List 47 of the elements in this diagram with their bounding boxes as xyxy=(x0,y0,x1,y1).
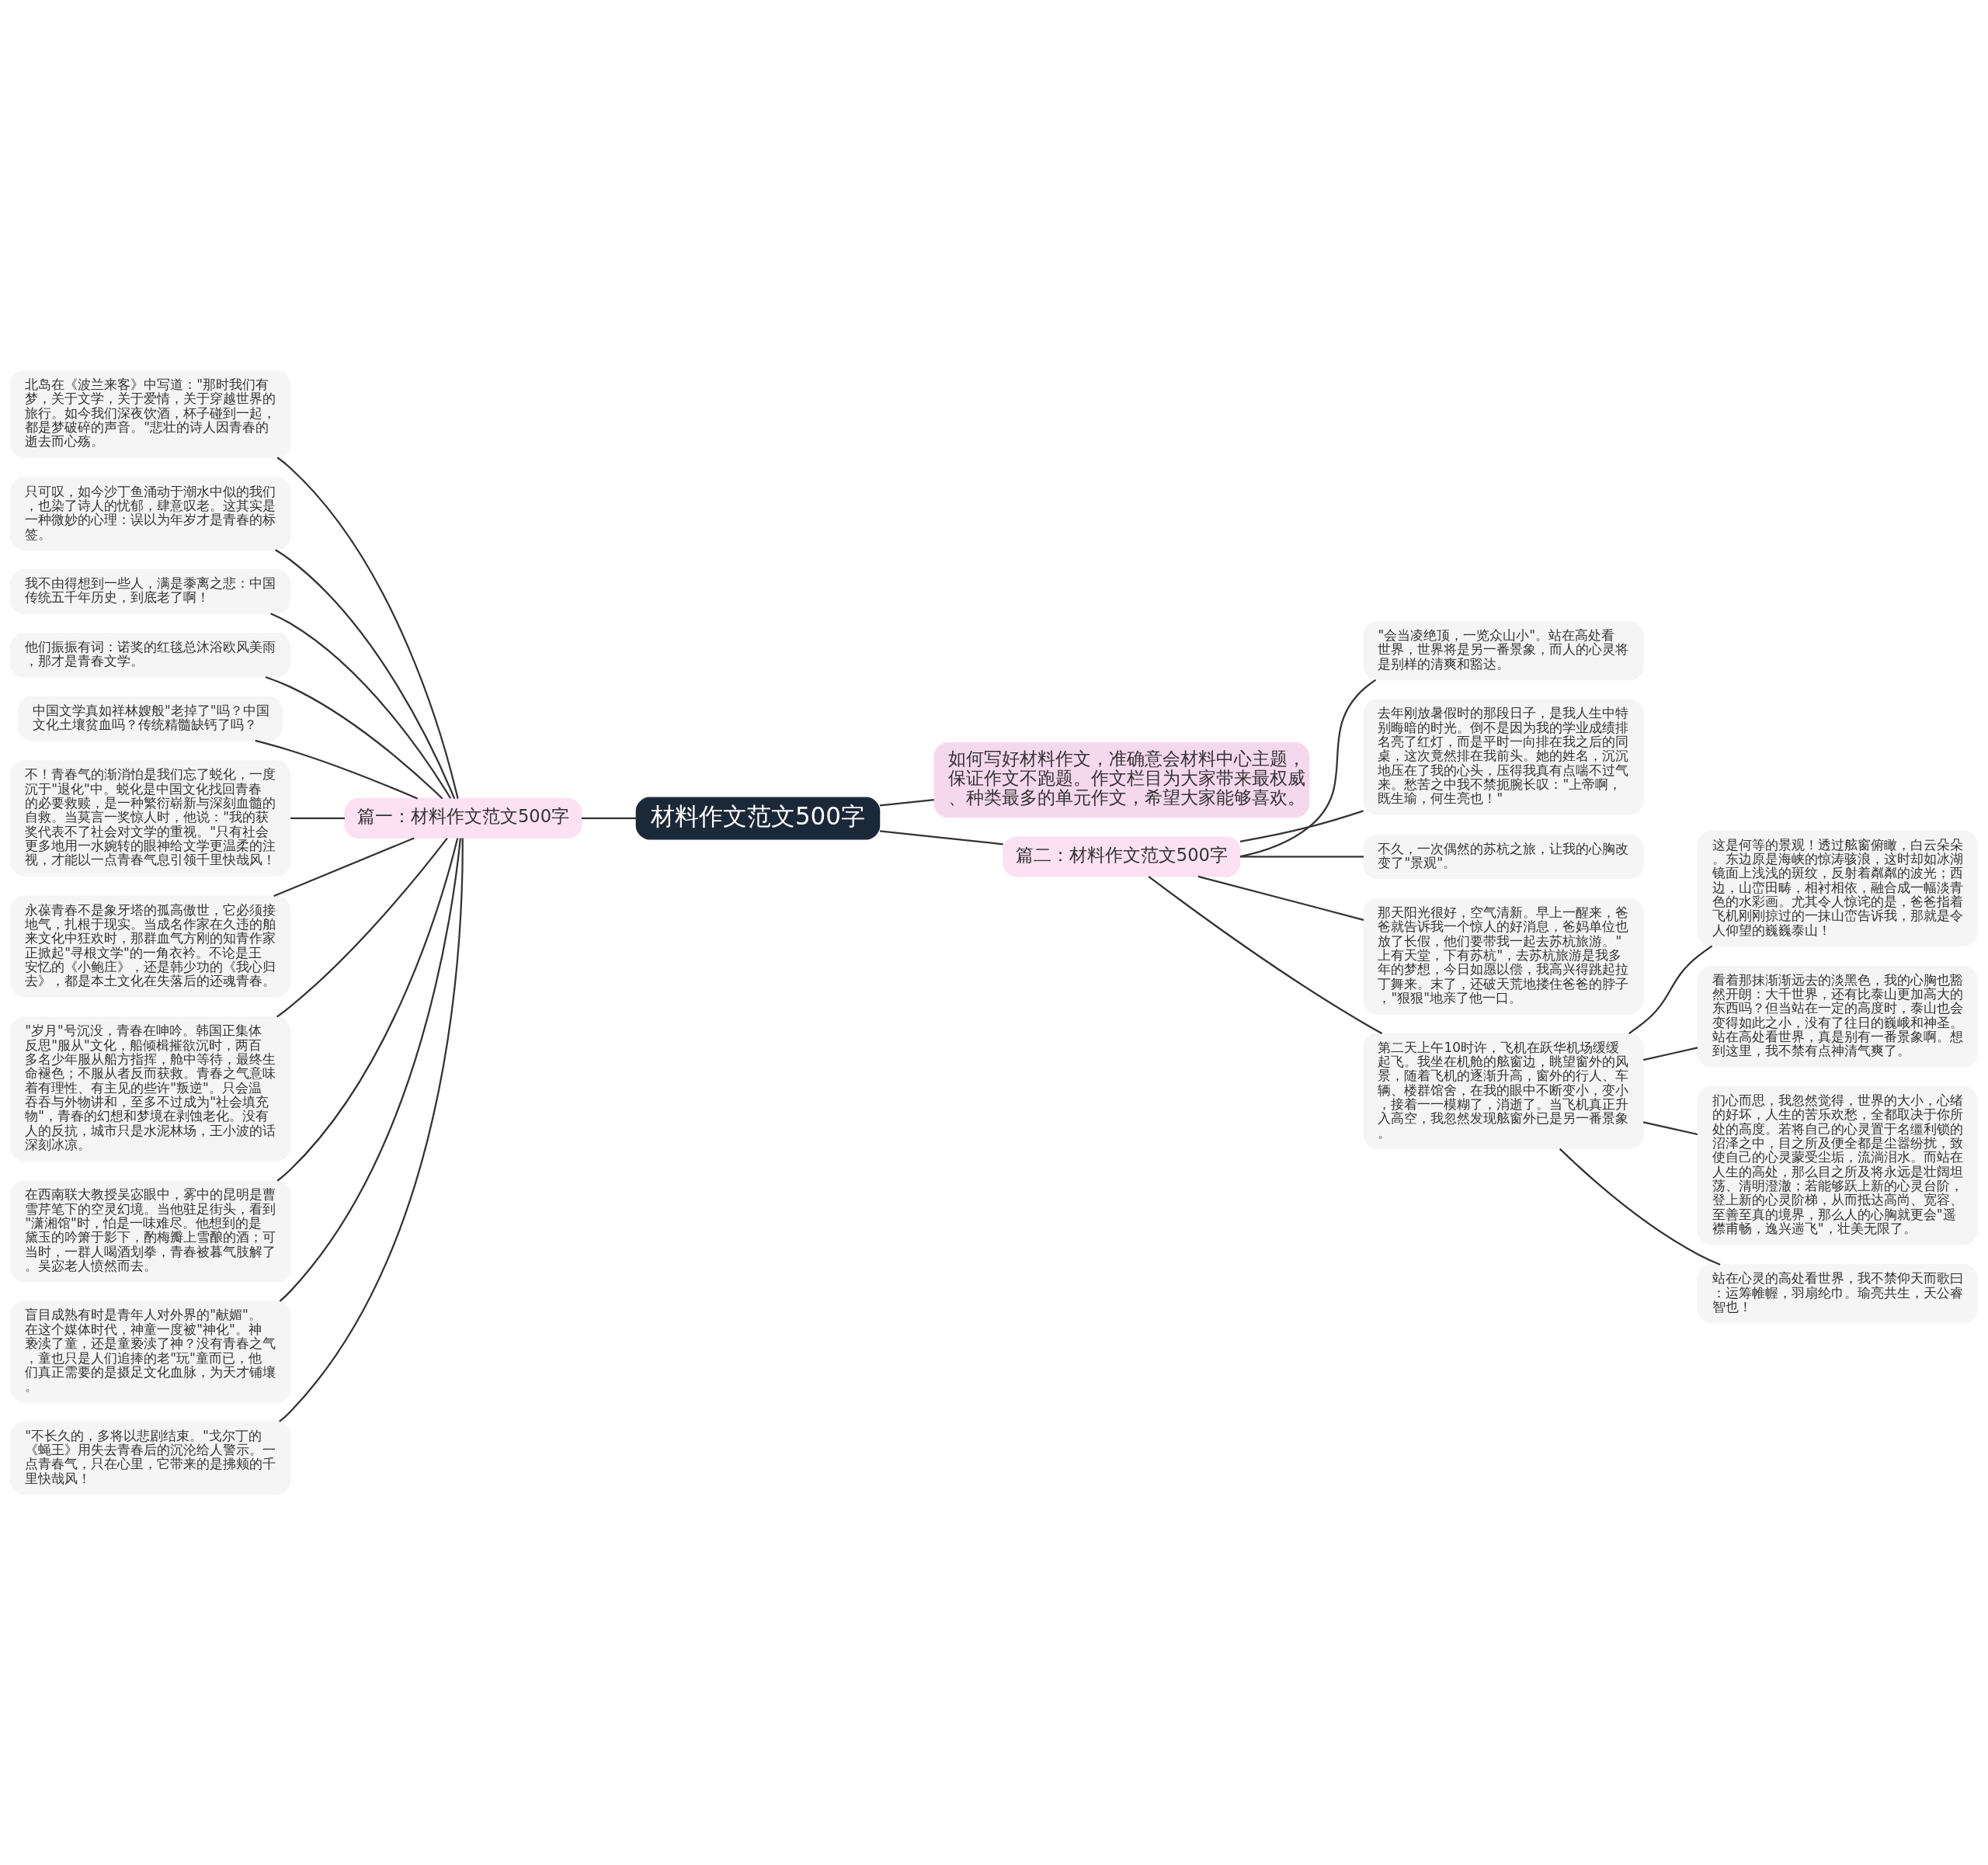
node-box: "不长久的，多将以悲剧结束。"戈尔丁的《蝇王》用失去青春后的沉沦给人警示。一点青春气，只在心里，它带来的是拂颊的千里快哉风！ xyxy=(10,1421,291,1495)
connector xyxy=(879,830,1003,846)
node-box: 不！青春气的渐消怕是我们忘了蜕化，一度沉于"退化"中。蜕化是中国文化找回青春的必要救赎，是一种繁衍崭新与深刻血髓的自救。当莫言一奖惊人时，他说："我的获奖代表不了社会对文学的重视。"只有社会更多地用一水婉转的眼神给文学更温柔的注视，才能以一点青春气息引领千里快哉风！ xyxy=(10,760,291,877)
connector xyxy=(1628,945,1713,1034)
connector xyxy=(1559,1148,1721,1266)
node-box: 盲目成熟有时是青年人对外界的"献媚"。在这个媒体时代，神童一度被"神化"。神亵渎了童，还是童亵渎了神？没有青春之气，童也只是人们追捧的老"玩"童而已，他们真正需要的是摄足文化血脉，为天才铺壤。 xyxy=(10,1301,291,1403)
node-box: 看着那抹渐渐远去的淡黑色，我的心胸也豁然开朗：大千世界，还有比泰山更加高大的东西吗？但当站在一定的高度时，泰山也会变得如此之小，没有了往日的巍峨和神圣。站在高处看世界，真是别有一番景象啊。想到这里，我不禁有点神清气爽了。 xyxy=(1697,965,1978,1068)
connector xyxy=(276,838,459,1182)
node-box: 那天阳光很好，空气清新。早上一醒来，爸爸就告诉我一个惊人的好消息，爸妈单位也放了长假，他们要带我一起去苏杭旅游。"上有天堂，下有苏杭"，去苏杭旅游是我多年的梦想，今日如愿以偿，我高兴得跳起拉丁舞来。末了，还破天荒地搂住爸爸的脖子，"狠狠"地亲了他一口。 xyxy=(1363,898,1644,1015)
node-box: 如何写好材料作文，准确意会材料中心主题，保证作文不跑题。作文栏目为大家带来最权威、种类最多的单元作文，希望大家能够喜欢。 xyxy=(933,741,1310,818)
node-box: 永葆青春不是象牙塔的孤高傲世，它必须接地气，扎根于现实。当成名作家在久违的舶来文化中狂欢时，那群血气方刚的知青作家正掀起"寻根文学"的一角衣衿。不论是王安忆的《小鲍庄》，还是韩少功的《我心归去》，都是本土文化在失落后的还魂青春。 xyxy=(10,895,291,998)
connector xyxy=(276,457,459,799)
node-box: 中国文学真如祥林嫂般"老掉了"吗？中国文化土壤贫血吗？传统精髓缺钙了吗？ xyxy=(18,696,283,741)
node-box: 第二天上午10时许，飞机在跃华机场缓缓起飞。我坐在机舱的舷窗边，眺望窗外的风景，随着飞机的逐渐升高，窗外的行人、车辆、楼群馆舍，在我的眼中不断变小，变小，接着一一模糊了，消逝了。当飞机真正升入高空，我忽然发现舷窗外已是另一番景象。 xyxy=(1363,1033,1644,1149)
connector xyxy=(879,798,934,807)
node-box: 材料作文范文500字 xyxy=(635,797,881,840)
connector xyxy=(265,675,443,800)
connector xyxy=(273,837,415,898)
connector xyxy=(581,817,637,820)
node-box: "会当凌绝顶，一览众山小"。站在高处看世界，世界将是另一番景象，而人的心灵将是别样的清爽和豁达。 xyxy=(1363,621,1644,681)
connector xyxy=(1197,875,1364,921)
node-box: 篇一：材料作文范文500字 xyxy=(344,797,582,839)
connector xyxy=(1642,1047,1698,1061)
node-box: 只可叹，如今沙丁鱼涌动于潮水中似的我们，也染了诗人的忧郁，肆意叹老。这其实是一种微妙的心理：误以为年岁才是青春的标签。 xyxy=(10,477,291,550)
connector xyxy=(275,549,456,799)
connector xyxy=(1240,856,1364,858)
connector xyxy=(1148,875,1383,1034)
node-box: 在西南联大教授吴宓眼中，雾中的昆明是曹雪芹笔下的空灵幻境。当他驻足街头，看到"潇湘馆"时，怕是一味难尽。他想到的是黛玉的吟箫于影下，酌梅瓣上雪酿的酒；可当时，一群人喝酒划拳，青春被暮气肢解了。吴宓老人愤然而去。 xyxy=(10,1180,291,1283)
node-box: 扪心而思，我忽然觉得，世界的大小，心绪的好坏，人生的苦乐欢愁，全都取决于你所处的高度。若将自己的心灵置于名缰利锁的沼泽之中，目之所及便全都是尘嚣纷扰，致使自己的心灵蒙受尘垢，流淌泪水。而站在人生的高处，那么目之所及将永远是壮阔坦荡、清明澄澈；若能够跃上新的心灵台阶，登上新的心灵阶梯，从而抵达高尚、宽容、至善至真的境界，那么人的心胸就更会"遥襟甫畅，逸兴遄飞"，壮美无限了。 xyxy=(1697,1085,1978,1245)
connector xyxy=(290,817,345,820)
connector xyxy=(279,838,461,1302)
node-box: 不久，一次偶然的苏杭之旅，让我的心胸改变了"景观"。 xyxy=(1363,834,1644,880)
connector xyxy=(276,837,448,1018)
node-box: 这是何等的景观！透过舷窗俯瞰，白云朵朵。东边原是海峡的惊涛骇浪，这时却如冰湖镜面上浅浅的斑纹，反射着粼粼的波光；西边，山峦田畴，相衬相依，融合成一幅淡青色的水彩画。尤其令人惊诧的是，爸爸指着飞机刚刚掠过的一抹山峦告诉我，那就是令人仰望的巍巍泰山！ xyxy=(1697,830,1978,946)
node-box: "岁月"号沉没，青春在呻吟。韩国正集体反思"服从"文化，船倾楫摧欲沉时，两百多名少年服从船方指挥，舱中等待，最终生命褪色；不服从者反而获救。青春之气意味着有理性、有主见的些许"叛逆"。只会温吞吞与外物讲和，至多不过成为"社会填充物"，青春的幻想和梦境在剥蚀老化。没有人的反抗，城市只是水泥林场，王小波的话深刻冰凉。 xyxy=(10,1016,291,1162)
node-box: 篇二：材料作文范文500字 xyxy=(1003,836,1241,877)
node-box: 北岛在《波兰来客》中写道："那时我们有梦，关于文学，关于爱情，关于穿越世界的旅行。如今我们深夜饮酒，杯子碰到一起，都是梦破碎的声音。"悲壮的诗人因青春的逝去而心殇。 xyxy=(10,370,291,458)
connector xyxy=(270,613,452,799)
node-box: 站在心灵的高处看世界，我不禁仰天而歌曰：运筹帷幄，羽扇纶巾。瑜亮共生，天公睿智也！ xyxy=(1697,1264,1978,1324)
connector xyxy=(1239,810,1364,842)
connector xyxy=(1239,679,1377,858)
connector xyxy=(279,838,464,1422)
node-box: 他们振振有词：诺奖的红毯总沐浴欧风美雨，那才是青春文学。 xyxy=(10,632,291,678)
node-box: 我不由得想到一些人，满是黍离之悲：中国传统五千年历史，到底老了啊！ xyxy=(10,569,291,614)
connector xyxy=(1642,1121,1698,1136)
node-box: 去年刚放暑假时的那段日子，是我人生中特别晦暗的时光。倒不是因为我的学业成绩排名亮了红灯，而是平时一向排在我之后的同桌，这次竟然排在我前头。她的姓名，沉沉地压在了我的心头，压得我真有点喘不过气来。愁苦之中我不禁扼腕长叹："上帝啊，既生瑜，何生亮也！" xyxy=(1363,699,1644,815)
connector xyxy=(255,739,419,800)
